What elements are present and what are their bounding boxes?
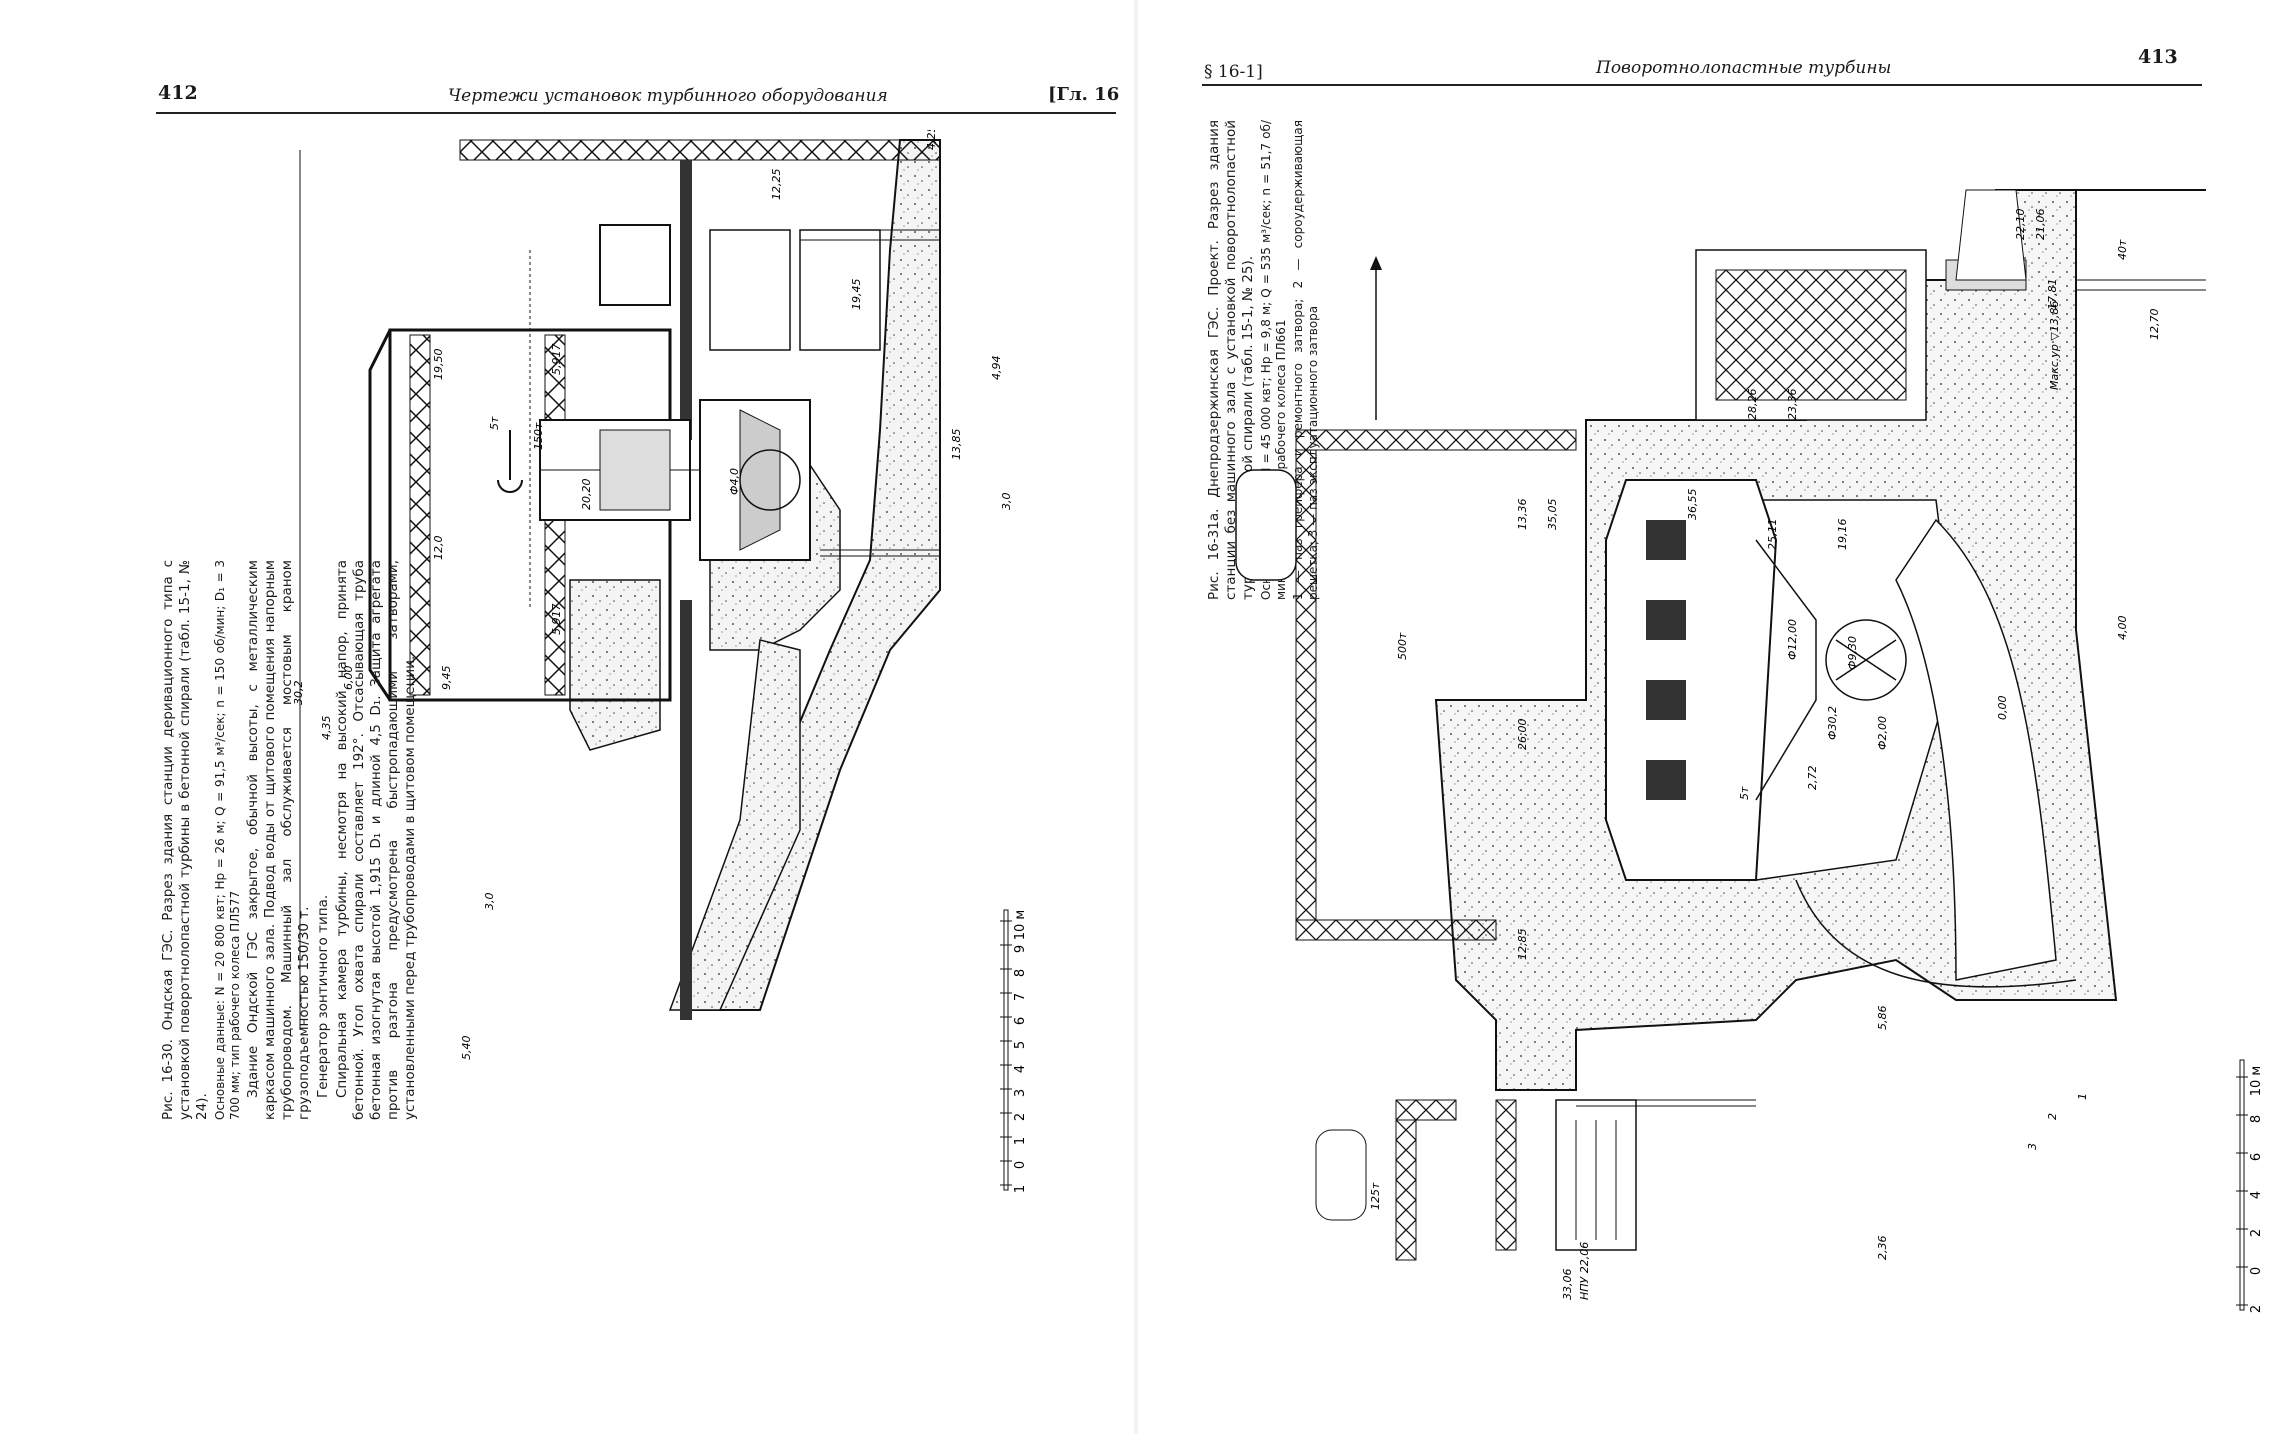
level-label-u: 23,36 xyxy=(1786,389,1799,421)
level-label-o: 33,06 xyxy=(1561,1269,1574,1301)
left-page: 412 Чертежи установок турбинного оборудо… xyxy=(156,82,1120,1200)
dim-label-g: 19,45 xyxy=(850,279,863,311)
level-label-v: 25,11 xyxy=(1766,519,1779,551)
level-label-g: 26,00 xyxy=(1516,719,1529,751)
level-label-m: 4,00 xyxy=(2116,616,2129,641)
crane-150t-label: 150т xyxy=(532,422,545,450)
scale-tick-label: 9 xyxy=(1013,945,1028,953)
header-rule-right xyxy=(1202,84,2202,86)
scale-tick-label: 8 xyxy=(2249,1115,2264,1123)
level-label-d: 12,70 xyxy=(2148,309,2161,341)
ondskaya-ges-section-drawing: 150т 5т Ф4,0 5,917 5,917 20,20 12,0 19,5… xyxy=(240,130,1110,1080)
dim-label-f: 4,25 xyxy=(925,130,938,150)
page-number-left: 412 xyxy=(158,82,198,104)
caption-paragraph-1: Здание Ондской ГЭС закрытое, обычной выс… xyxy=(245,560,312,1120)
scale-tick-label: 4 xyxy=(2249,1191,2264,1199)
scale-tick-label: 1 xyxy=(1013,1185,1028,1193)
level-label-w: 19,16 xyxy=(1836,519,1849,551)
level-label-r: 36,55 xyxy=(1686,489,1699,521)
running-head-right: Поворотнолопастные турбины xyxy=(1596,58,1892,78)
level-label-i: Ф12,00 xyxy=(1786,619,1799,660)
scale-tick-label: 5 xyxy=(1013,1041,1028,1049)
scale-tick-label: 10 м xyxy=(2249,1066,2264,1096)
scale-bar-left: 1 0 1 2 3 4 5 6 7 8 9 10 м xyxy=(990,900,1030,1200)
diameter-label: Ф4,0 xyxy=(728,468,741,495)
page-number-right: 413 xyxy=(2138,46,2178,68)
label-crane-5t: 5т xyxy=(1738,786,1751,800)
caption-paragraph-3: Спиральная камера турбины, несмотря на в… xyxy=(334,560,418,1120)
level-label-e: 35,05 xyxy=(1546,499,1559,531)
level-label-f: 13,36 xyxy=(1516,499,1529,531)
dim-label-o: 3,0 xyxy=(483,893,496,911)
scale-tick-label: 2 xyxy=(2249,1229,2264,1237)
section-marker: § 16-1] xyxy=(1204,62,1263,82)
scale-tick-label: 8 xyxy=(1013,969,1028,977)
level-label-p: НПУ 22,06 xyxy=(1578,1242,1591,1300)
caption-fig-16-30: Рис. 16-30. Ондская ГЭС. Разрез здания с… xyxy=(160,560,421,1120)
legend-num-3: 3 xyxy=(2026,1143,2039,1150)
dim-label-d: 12,0 xyxy=(432,536,445,561)
dim-label-q: 30,2 xyxy=(292,681,305,706)
level-label-t: 28,26 xyxy=(1746,389,1759,421)
level-label-c: 17,81 xyxy=(2046,279,2059,311)
dneprodzerzhinsk-ges-section-drawing: 40т 500т 5т 125т Макс.ур ▽13,86 22,10 21… xyxy=(1196,100,2216,1320)
label-crane-500t: 500т xyxy=(1396,632,1409,660)
book-spine xyxy=(1133,0,1139,1434)
dim-label-b: 5,917 xyxy=(550,604,563,636)
scale-tick-label: 0 xyxy=(2249,1267,2264,1275)
scale-bar-left-svg: 1 0 1 2 3 4 5 6 7 8 9 10 м xyxy=(1000,909,1028,1193)
level-label-n: 5,86 xyxy=(1876,1006,1889,1031)
level-label-q: 2,36 xyxy=(1876,1236,1889,1261)
level-label-l: 0,00 xyxy=(1996,696,2009,721)
level-label-b: 21,06 xyxy=(2034,209,2047,241)
dim-label-a: 5,917 xyxy=(550,344,563,376)
scale-tick-label: 3 xyxy=(1013,1089,1028,1097)
dim-label-l: 4,35 xyxy=(320,716,333,741)
caption-paragraph-2: Генератор зонтичного типа. xyxy=(315,894,331,1098)
level-label-s: 2,72 xyxy=(1806,766,1819,791)
scale-tick-label: 2 xyxy=(2249,1305,2264,1313)
level-label-j: Ф30,2 xyxy=(1826,706,1839,740)
scale-tick-label: 10 м xyxy=(1013,910,1028,940)
level-label-a: 22,10 xyxy=(2014,209,2027,241)
dim-label-n: 9,45 xyxy=(440,666,453,691)
header-rule-left xyxy=(156,112,1116,114)
caption-params: Основные данные: N = 20 800 квт; Hр = 26… xyxy=(213,560,242,1120)
scale-tick-label: 6 xyxy=(2249,1153,2264,1161)
dim-label-h: 12,25 xyxy=(770,169,783,201)
scale-bar-right-svg: 2 0 2 4 6 8 10 м xyxy=(2236,1059,2264,1313)
dim-label-j: 3,0 xyxy=(1000,493,1013,511)
level-label-k: Ф2,00 xyxy=(1876,716,1889,750)
running-head-left: Чертежи установок турбинного оборудовани… xyxy=(448,86,888,106)
label-crane-125t: 125т xyxy=(1369,1182,1382,1210)
dim-label-k: 13,85 xyxy=(950,429,963,461)
dim-label-m: 6,00 xyxy=(342,666,355,691)
scale-tick-label: 6 xyxy=(1013,1017,1028,1025)
scale-tick-label: 2 xyxy=(1013,1113,1028,1121)
level-label-h: 12,85 xyxy=(1516,929,1529,961)
scale-tick-label: 1 xyxy=(1013,1137,1028,1145)
scale-tick-label: 0 xyxy=(1013,1161,1028,1169)
legend-num-1: 1 xyxy=(2076,1093,2089,1100)
scale-tick-label: 4 xyxy=(1013,1065,1028,1073)
label-headwater: Макс.ур ▽13,86 xyxy=(2048,301,2061,390)
dneprodzerzhinsk-ges-svg: 40т 500т 5т 125т Макс.ур ▽13,86 22,10 21… xyxy=(1235,189,2206,1301)
right-page: § 16-1] Поворотнолопастные турбины 413 Р… xyxy=(1136,0,2272,1434)
dim-label-c: 20,20 xyxy=(580,479,593,511)
scale-bar-right: 2 0 2 4 6 8 10 м xyxy=(2226,1050,2266,1320)
level-label-x: Ф9,30 xyxy=(1846,636,1859,670)
label-crane-40t: 40т xyxy=(2116,239,2129,260)
dim-label-i: 4,94 xyxy=(990,356,1003,381)
dim-label-p: 5,40 xyxy=(460,1036,473,1061)
chapter-marker: [Гл. 16 xyxy=(1048,84,1120,105)
scale-tick-label: 7 xyxy=(1013,993,1028,1001)
dim-label-e: 19,50 xyxy=(432,349,445,381)
crane-5t-label: 5т xyxy=(488,416,501,430)
caption-title: Рис. 16-30. Ондская ГЭС. Разрез здания с… xyxy=(160,560,210,1120)
legend-num-2: 2 xyxy=(2046,1113,2059,1120)
ondskaya-ges-svg: 150т 5т Ф4,0 5,917 5,917 20,20 12,0 19,5… xyxy=(292,130,1013,1061)
